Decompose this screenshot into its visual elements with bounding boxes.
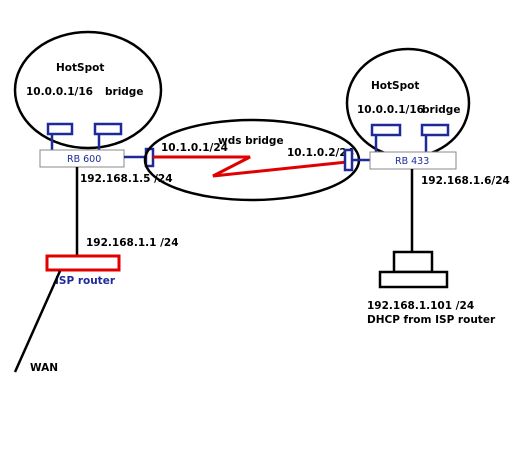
rb600-box xyxy=(39,149,125,168)
wds-bridge-label: wds bridge xyxy=(218,135,284,147)
isp-router-label: ISP router xyxy=(55,275,116,287)
wds-wireless-link xyxy=(153,155,348,178)
right-wds-antenna xyxy=(343,148,354,172)
rb600-wan-ip: 192.168.1.5 /24 xyxy=(80,173,173,185)
left-ap-port-2 xyxy=(93,122,123,151)
right-hotspot-title: HotSpot xyxy=(371,80,419,92)
rb433-label: RB 433 xyxy=(395,156,429,167)
client-pc-ip: 192.168.1.101 /24 xyxy=(367,300,474,312)
left-ap-port-1 xyxy=(46,122,74,151)
client-pc-icon xyxy=(378,250,449,289)
left-hotspot-title: HotSpot xyxy=(56,62,104,74)
client-pc-note: DHCP from ISP router xyxy=(367,314,496,326)
isp-router-ip: 192.168.1.1 /24 xyxy=(86,237,179,249)
left-hotspot-mode: bridge xyxy=(105,86,143,98)
isp-router-box xyxy=(45,254,121,272)
wds-bridge-cloud xyxy=(143,118,361,202)
left-hotspot-cloud xyxy=(13,30,163,150)
wan-cable xyxy=(13,270,62,373)
left-hotspot-subnet: 10.0.0.1/16 xyxy=(26,86,93,98)
rb600-label: RB 600 xyxy=(67,154,101,165)
rb433-wan-ip: 192.168.1.6/24 xyxy=(421,175,510,187)
right-ap-port-2 xyxy=(420,123,450,152)
right-hotspot-subnet: 10.0.0.1/16 xyxy=(357,104,424,116)
left-wds-ip: 10.1.0.1/24 xyxy=(161,142,228,154)
wan-label: WAN xyxy=(30,362,58,374)
right-wds-ip: 10.1.0.2/24 xyxy=(287,147,354,159)
right-hotspot-cloud xyxy=(345,47,471,159)
right-hotspot-mode: bridge xyxy=(422,104,460,116)
right-ap-port-1 xyxy=(370,123,402,152)
